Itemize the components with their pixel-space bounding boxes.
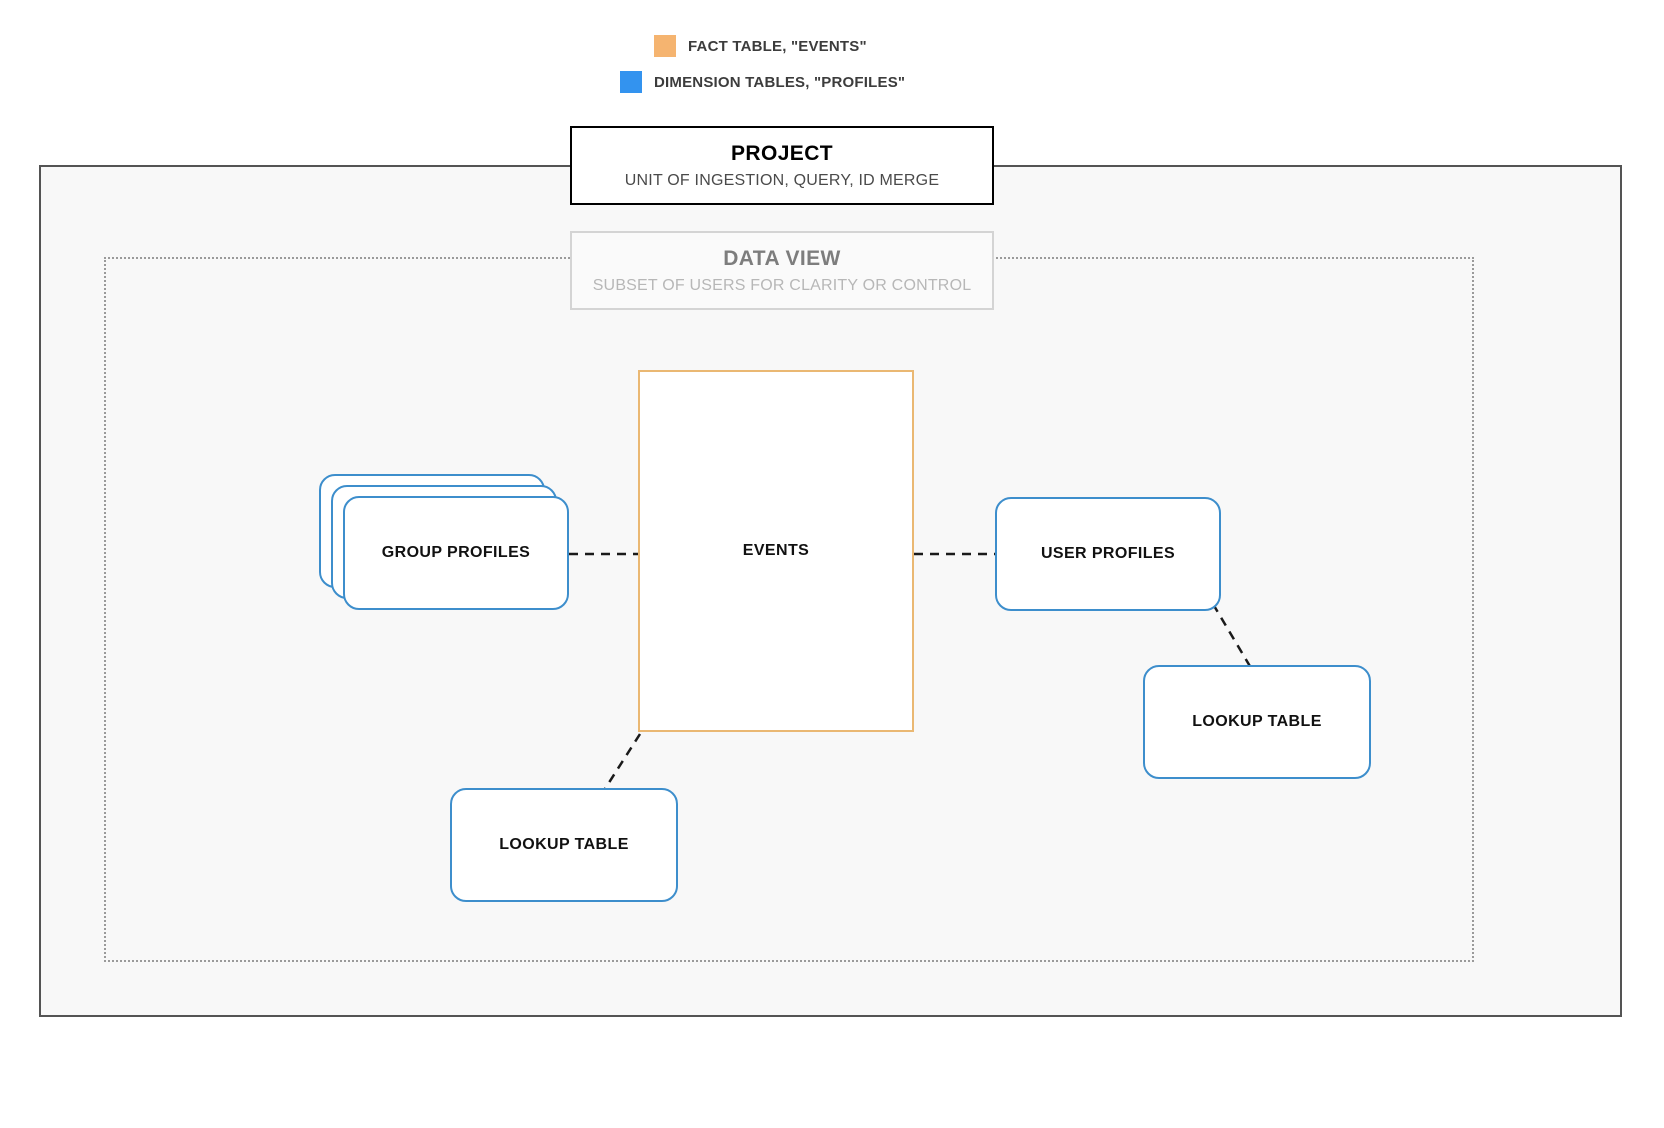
node-lookup-table-left[interactable]: LOOKUP TABLE bbox=[450, 788, 678, 902]
node-user-profiles[interactable]: USER PROFILES bbox=[995, 497, 1221, 611]
project-subtitle: UNIT OF INGESTION, QUERY, ID MERGE bbox=[624, 171, 940, 189]
legend-label-fact-table: FACT TABLE, "EVENTS" bbox=[688, 37, 867, 55]
node-user-profiles-label: USER PROFILES bbox=[1040, 545, 1176, 562]
legend-item-dimension-tables: DIMENSION TABLES, "PROFILES" bbox=[620, 71, 905, 93]
node-events[interactable]: EVENTS bbox=[638, 370, 914, 732]
data-view-title: DATA VIEW bbox=[723, 246, 841, 270]
project-header-box: PROJECT UNIT OF INGESTION, QUERY, ID MER… bbox=[570, 126, 994, 205]
group-profiles-stack-card-front[interactable]: GROUP PROFILES bbox=[343, 496, 569, 610]
blue-square-swatch bbox=[620, 71, 642, 93]
data-view-header-box: DATA VIEW SUBSET OF USERS FOR CLARITY OR… bbox=[570, 231, 994, 310]
node-group-profiles[interactable]: GROUP PROFILES bbox=[319, 474, 569, 610]
data-view-subtitle: SUBSET OF USERS FOR CLARITY OR CONTROL bbox=[592, 276, 972, 294]
legend-label-dimension-tables: DIMENSION TABLES, "PROFILES" bbox=[654, 73, 906, 91]
node-lookup-table-left-label: LOOKUP TABLE bbox=[499, 836, 629, 853]
orange-square-swatch bbox=[654, 35, 676, 57]
node-events-label: EVENTS bbox=[742, 542, 810, 559]
legend-item-fact-table: FACT TABLE, "EVENTS" bbox=[654, 35, 867, 57]
project-title: PROJECT bbox=[731, 141, 833, 165]
node-group-profiles-label: GROUP PROFILES bbox=[381, 544, 531, 561]
node-lookup-table-right-label: LOOKUP TABLE bbox=[1192, 713, 1322, 730]
node-lookup-table-right[interactable]: LOOKUP TABLE bbox=[1143, 665, 1371, 779]
